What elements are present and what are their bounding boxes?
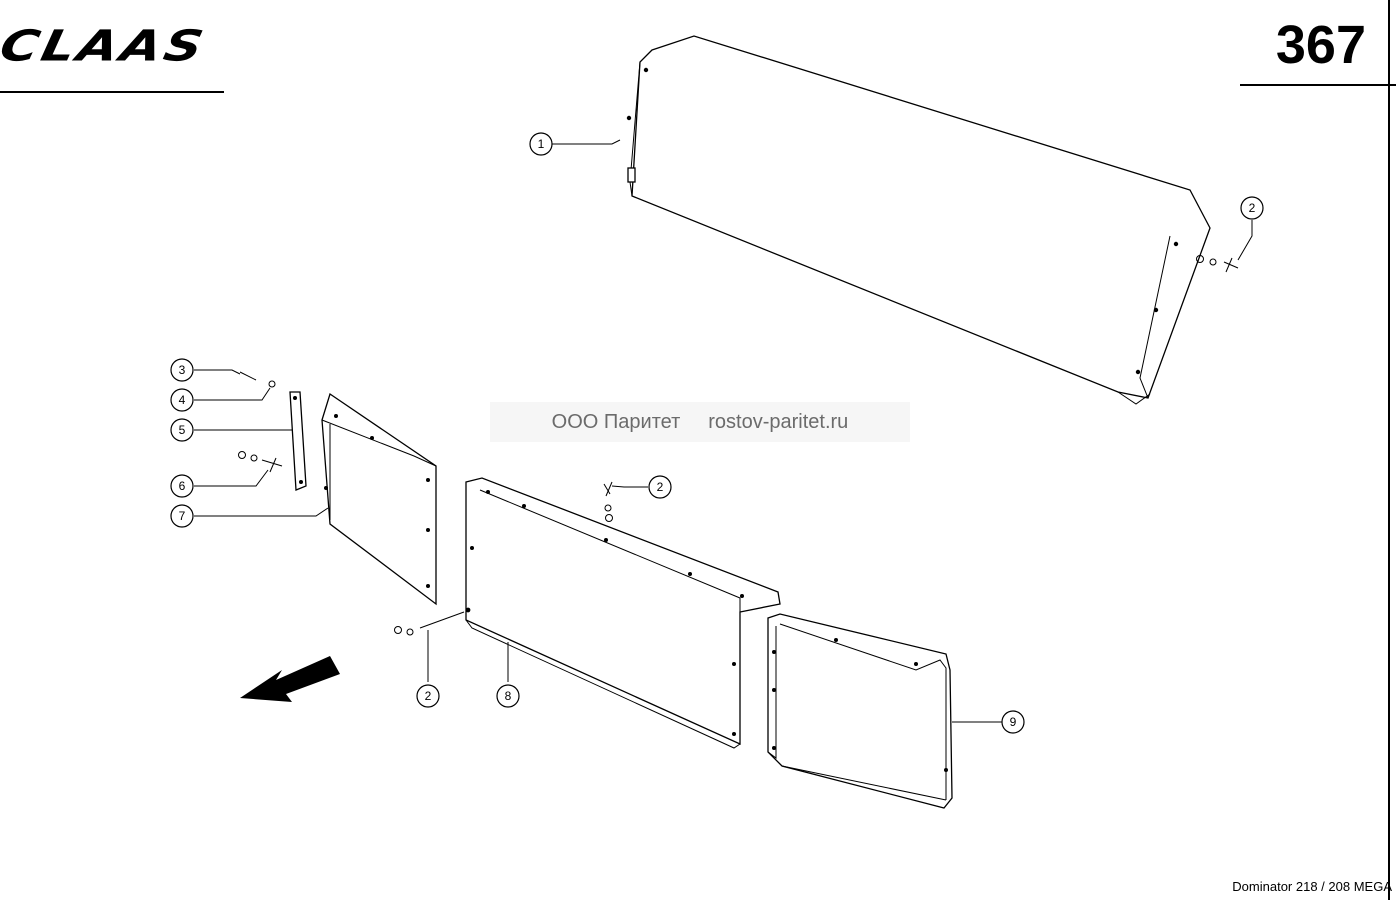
callout-2-upper-label: 2: [1249, 201, 1256, 215]
callout-1: 1: [529, 132, 553, 156]
fastener-set-upper: [1196, 255, 1239, 273]
callout-2-upper: 2: [1240, 196, 1264, 220]
callout-2-lower: 2: [416, 684, 440, 708]
callout-4: 4: [170, 388, 194, 412]
callout-7: 7: [170, 504, 194, 528]
callout-2-middle-label: 2: [657, 480, 664, 494]
callout-9-label: 9: [1010, 715, 1017, 729]
callout-8: 8: [496, 684, 520, 708]
watermark-site: rostov-paritet.ru: [708, 410, 849, 433]
callout-3: 3: [170, 358, 194, 382]
callout-5: 5: [170, 418, 194, 442]
header-rule-left: [0, 91, 224, 93]
callout-7-label: 7: [179, 509, 186, 523]
callout-4-label: 4: [179, 393, 186, 407]
callout-3-label: 3: [179, 363, 186, 377]
part-1-upper-panel: [626, 35, 1211, 405]
model-caption: Dominator 218 / 208 MEGA: [1232, 879, 1392, 894]
fastener-set-middle: [394, 481, 613, 636]
page-number: 367: [1275, 15, 1366, 75]
callout-8-label: 8: [505, 689, 512, 703]
part-5-strap: [289, 391, 307, 491]
callout-9: 9: [1001, 710, 1025, 734]
watermark-company: ООО Паритет: [551, 410, 681, 433]
callout-6: 6: [170, 474, 194, 498]
callout-2-lower-label: 2: [425, 689, 432, 703]
header-rule-right: [1240, 84, 1396, 86]
sheet-border: [1388, 0, 1390, 900]
watermark: ООО Паритет rostov-paritet.ru: [490, 402, 910, 442]
callout-1-label: 1: [538, 137, 545, 151]
part-7-left-panel: [321, 392, 437, 606]
direction-arrow-icon: [240, 656, 340, 702]
fastener-set-left: [238, 371, 283, 473]
leader-lines: [194, 139, 1253, 723]
callout-5-label: 5: [179, 423, 186, 437]
part-9-right-panel: [767, 613, 953, 809]
part-8-middle-panel: [465, 477, 781, 749]
callout-2-middle: 2: [648, 475, 672, 499]
callout-6-label: 6: [179, 479, 186, 493]
